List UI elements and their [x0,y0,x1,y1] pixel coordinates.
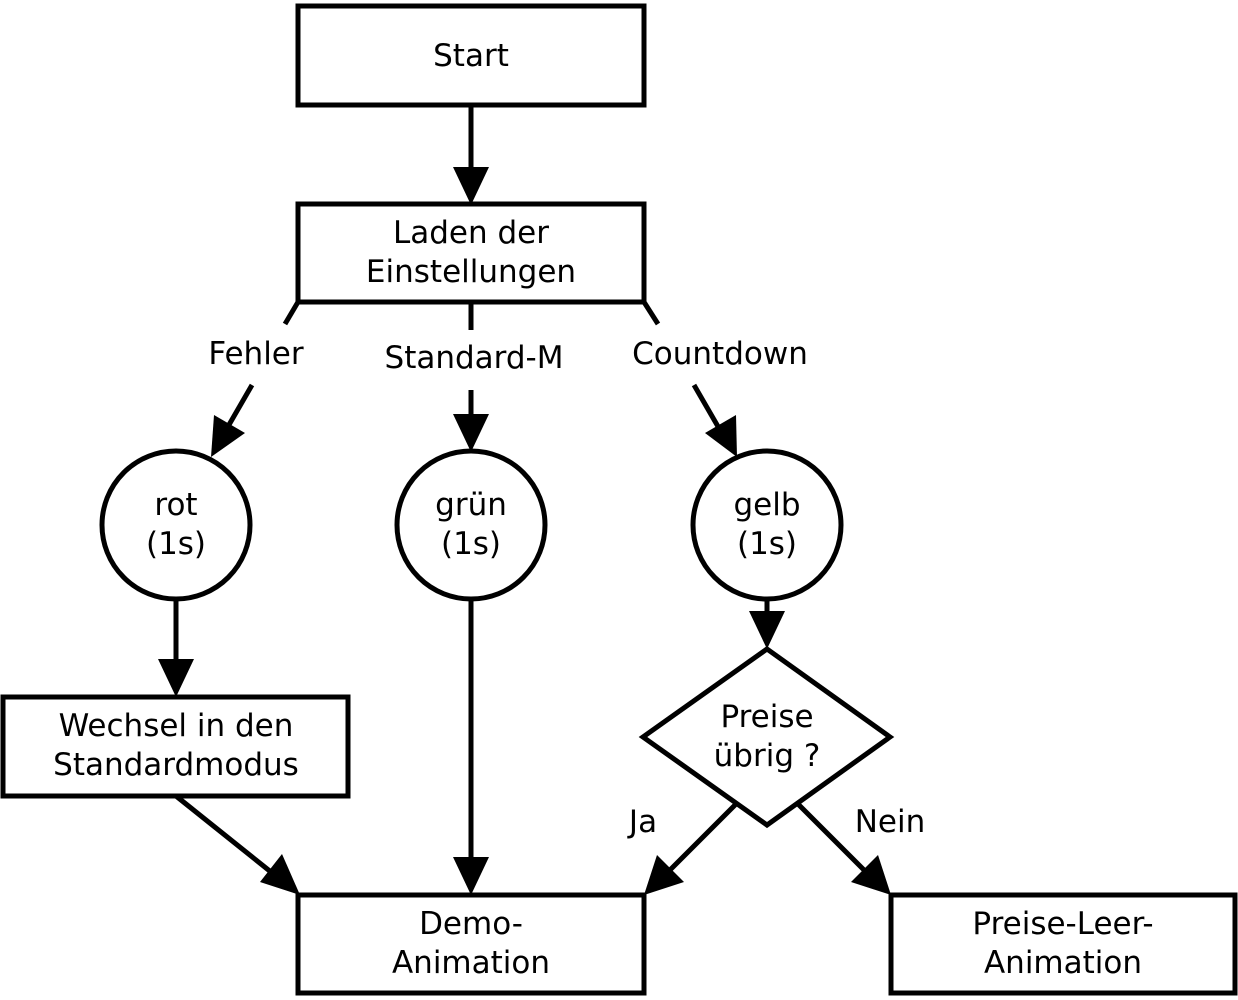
node-demo-label-line-2: Animation [392,945,550,981]
arrowhead-preise-demo [644,855,684,895]
node-start-label: Start [433,38,509,74]
node-leer-box [888,892,1238,996]
edge-label-fehler: Fehler [208,336,304,372]
node-laden-label-line-2: Einstellungen [366,254,576,290]
edge-preise-demo [664,802,738,876]
edge-labels: Fehler Standard-M Countdown Ja Nein [208,336,925,840]
node-rot-label-line-2: (1s) [146,526,206,562]
node-demo: Demo- Animation [295,892,647,996]
node-gelb: gelb (1s) [690,448,844,602]
arrowhead-to-wechsel [158,659,194,697]
node-gelb-label-line-1: gelb [733,487,800,523]
node-preise-label-line-1: Preise [720,699,813,735]
node-rot-label-line-1: rot [154,487,197,523]
node-rot: rot (1s) [99,448,253,602]
node-gruen-label-line-1: grün [435,487,507,523]
node-demo-label-line-1: Demo- [419,906,523,942]
arrowhead-to-gruen [453,414,489,452]
arrowhead-preise-leer [851,855,891,895]
edge-label-ja: Ja [627,804,657,840]
node-preise: Preise übrig ? [638,645,895,829]
edge-label-countdown: Countdown [632,336,808,372]
edge-laden-rot-upper [282,300,301,326]
node-leer: Preise-Leer- Animation [888,892,1238,996]
node-start-box [295,3,647,108]
node-preise-diamond [638,645,895,829]
node-start: Start [295,3,647,108]
node-preise-label-line-2: übrig ? [714,738,821,774]
node-wechsel-box [0,694,351,799]
node-gelb-circle [690,448,844,602]
arrowhead-to-rot [211,415,245,457]
edge-preise-leer [796,802,872,878]
node-wechsel: Wechsel in den Standardmodus [0,694,351,799]
arrowhead-to-gelb [705,415,737,457]
node-leer-label-line-2: Animation [984,945,1142,981]
node-rot-circle [99,448,253,602]
node-gruen: grün (1s) [394,448,548,602]
edge-laden-gelb-upper [641,300,661,326]
node-laden: Laden der Einstellungen [295,201,647,305]
edge-laden-gelb-lower [691,383,723,432]
edge-wechsel-demo [174,794,278,878]
node-wechsel-label-line-2: Standardmodus [53,747,299,783]
node-demo-box [295,892,647,996]
node-laden-box [295,201,647,305]
edge-label-nein: Nein [855,804,926,840]
node-laden-label-line-1: Laden der [393,215,549,251]
arrowhead-start-laden [453,167,489,205]
arrowheads [158,167,891,895]
edge-laden-rot-lower [223,383,255,432]
node-gruen-label-line-2: (1s) [441,526,501,562]
arrowhead-to-preise [749,611,785,649]
arrowhead-gruen-demo [453,857,489,895]
edge-label-standard: Standard-M [385,340,564,376]
node-leer-label-line-1: Preise-Leer- [972,906,1153,942]
node-wechsel-label-line-1: Wechsel in den [59,708,294,744]
node-gruen-circle [394,448,548,602]
node-gelb-label-line-2: (1s) [737,526,797,562]
edges [173,105,872,878]
arrowhead-wechsel-demo [260,854,300,895]
